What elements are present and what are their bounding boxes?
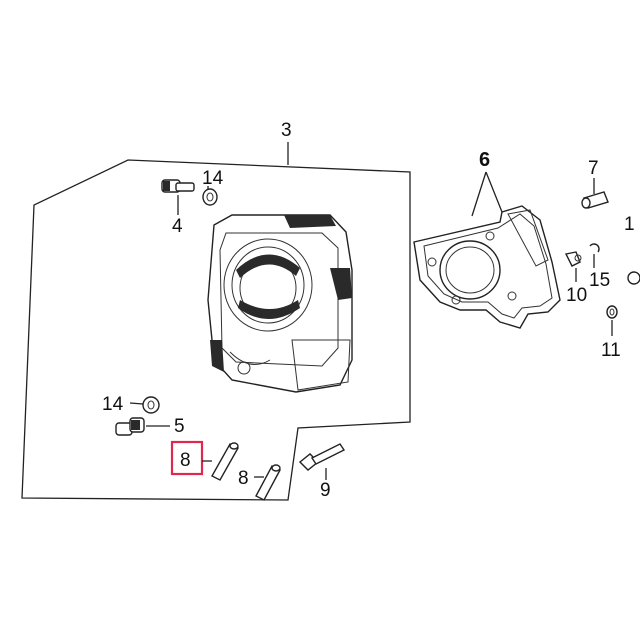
- callout-15[interactable]: 15: [589, 270, 610, 291]
- callout-5[interactable]: 5: [174, 416, 185, 437]
- washer-top[interactable]: [202, 188, 218, 206]
- bolt-top[interactable]: [161, 179, 195, 193]
- callout-10[interactable]: 10: [566, 285, 587, 306]
- dowel-pin-2[interactable]: [255, 464, 281, 501]
- callout-8[interactable]: 8: [238, 468, 249, 489]
- dowel-pin-1[interactable]: [211, 442, 239, 481]
- clip-10[interactable]: [564, 251, 582, 267]
- callout-4[interactable]: 4: [172, 216, 183, 237]
- assembly-boundary: [21, 159, 411, 501]
- leader-6a: [471, 171, 487, 217]
- callout-3[interactable]: 3: [281, 120, 292, 141]
- cylinder-block[interactable]: [207, 214, 353, 393]
- callout-14-top[interactable]: 14: [202, 168, 224, 189]
- clip-15[interactable]: [589, 243, 600, 253]
- pin-7[interactable]: [581, 191, 609, 209]
- head-gasket[interactable]: [413, 205, 561, 329]
- callout-7[interactable]: 7: [588, 158, 599, 179]
- callout-8-highlight[interactable]: 8: [180, 450, 191, 471]
- callout-14-left[interactable]: 14: [102, 394, 124, 415]
- callout-9[interactable]: 9: [320, 480, 331, 501]
- edge-part-right[interactable]: [627, 271, 640, 285]
- washer-left[interactable]: [142, 396, 160, 414]
- bolt-9[interactable]: [298, 443, 346, 471]
- callout-6[interactable]: 6: [479, 149, 490, 171]
- leader-6b: [485, 171, 503, 213]
- callout-1-edge[interactable]: 1: [624, 214, 635, 235]
- callout-11[interactable]: 11: [601, 340, 621, 361]
- leader-14-left: [129, 402, 144, 405]
- washer-11[interactable]: [606, 305, 618, 319]
- bolt-5[interactable]: [115, 417, 145, 436]
- highlight-box[interactable]: [170, 440, 204, 476]
